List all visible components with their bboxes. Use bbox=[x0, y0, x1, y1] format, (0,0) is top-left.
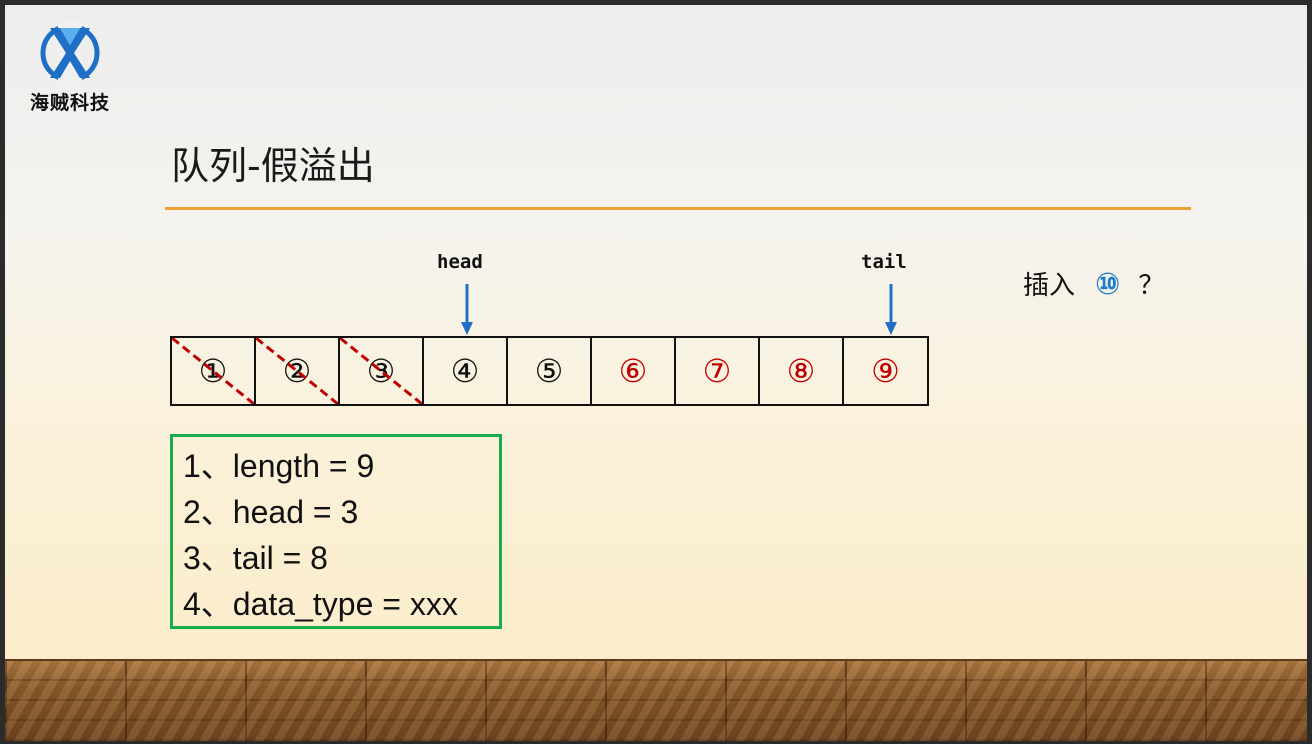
queue-cell-3: ③ bbox=[340, 338, 424, 404]
queue-cell-9: ⑨ bbox=[844, 338, 927, 404]
queue-cell-2: ② bbox=[256, 338, 340, 404]
queue-cell-label: ① bbox=[198, 352, 228, 390]
tail-label: tail bbox=[861, 251, 907, 273]
info-data-type: 4、data_type = xxx bbox=[183, 586, 458, 622]
info-head: 2、head = 3 bbox=[183, 494, 359, 530]
queue-info-box: 1、length = 9 2、head = 3 3、tail = 8 4、dat… bbox=[170, 434, 502, 629]
info-tail: 3、tail = 8 bbox=[183, 540, 328, 576]
queue-cell-label: ⑥ bbox=[618, 352, 648, 390]
queue-cell-label: ③ bbox=[366, 352, 396, 390]
tail-arrow-icon bbox=[885, 284, 897, 335]
queue-array: ① ② ③ ④ ⑤ ⑥ ⑦ ⑧ bbox=[170, 336, 929, 406]
info-length: 1、length = 9 bbox=[183, 448, 375, 484]
company-logo: 海贼科技 bbox=[15, 22, 125, 115]
logo-x-icon bbox=[40, 22, 100, 84]
title-divider bbox=[165, 207, 1191, 210]
head-arrow-icon bbox=[461, 284, 473, 335]
queue-cell-label: ⑧ bbox=[786, 352, 816, 390]
insert-prefix: 插入 bbox=[1023, 271, 1076, 301]
wood-floor bbox=[5, 659, 1307, 741]
queue-cell-8: ⑧ bbox=[760, 338, 844, 404]
insert-number: ⑩ bbox=[1095, 267, 1121, 302]
queue-cell-label: ⑤ bbox=[534, 352, 564, 390]
queue-cell-label: ⑦ bbox=[702, 352, 732, 390]
insert-question: 插入 ⑩ ？ bbox=[1023, 265, 1164, 302]
strike-through-icon bbox=[172, 338, 254, 404]
queue-cell-1: ① bbox=[172, 338, 256, 404]
slide: 海贼科技 队列-假溢出 head tail ① ② ③ bbox=[5, 5, 1307, 741]
queue-cell-6: ⑥ bbox=[592, 338, 676, 404]
queue-cell-label: ⑨ bbox=[871, 352, 900, 390]
queue-cell-label: ④ bbox=[450, 352, 480, 390]
strike-through-icon bbox=[256, 338, 338, 404]
queue-cell-label: ② bbox=[282, 352, 312, 390]
strike-through-icon bbox=[340, 338, 422, 404]
insert-question-mark: ？ bbox=[1138, 271, 1165, 301]
head-label: head bbox=[437, 251, 483, 273]
queue-cell-4: ④ bbox=[424, 338, 508, 404]
page-title: 队列-假溢出 bbox=[171, 144, 375, 188]
logo-text: 海贼科技 bbox=[29, 92, 110, 114]
queue-cell-5: ⑤ bbox=[508, 338, 592, 404]
queue-cell-7: ⑦ bbox=[676, 338, 760, 404]
